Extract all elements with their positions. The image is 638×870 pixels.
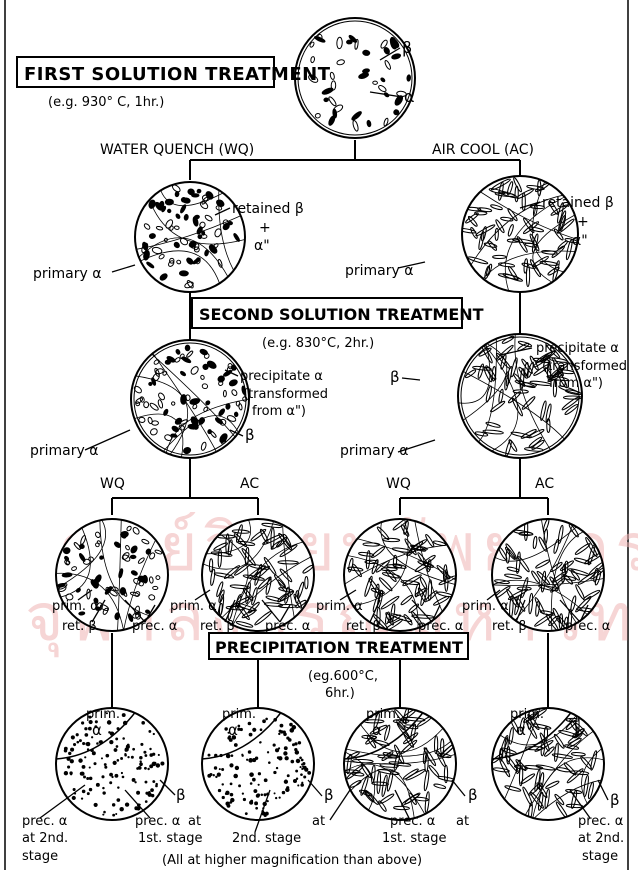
beta-r5-3: β (468, 786, 478, 804)
second-solution-title: SECOND SOLUTION TREATMENT (199, 305, 484, 324)
alpha-dprime-left: α" (254, 238, 270, 254)
prec-alpha-r4-4: prec. α (565, 619, 610, 634)
primary-alpha-row3-left: primary α (30, 443, 98, 459)
prec-alpha-r4-1: prec. α (132, 619, 177, 634)
prim-alpha-r4-2: prim. α (170, 599, 217, 614)
air-cool-label: AIR COOL (AC) (432, 142, 534, 158)
transformed-left-1: (transformed (243, 387, 328, 402)
micrograph-row2-ac (458, 176, 578, 292)
prec-alpha-r5-4: prec. α (578, 814, 623, 829)
top-beta-label: β (402, 38, 412, 57)
micrograph-row5-2 (202, 708, 314, 820)
footer-note: (All at higher magnification than above) (162, 853, 422, 868)
ret-beta-r4-3: ret. β (346, 619, 381, 634)
retained-beta-right: retained β (542, 195, 614, 211)
alpha-r5-1: α (92, 721, 102, 739)
beta-r5-2: β (324, 786, 334, 804)
first-solution-title: FIRST SOLUTION TREATMENT (24, 64, 331, 85)
precipitate-alpha-right: precipitate α (536, 341, 619, 356)
micrograph-row3-wq (131, 340, 249, 458)
wq-label-right: WQ (386, 476, 411, 492)
alpha-r5-4: α (516, 721, 526, 739)
ret-beta-r4-4: ret. β (492, 619, 527, 634)
first-solution-conditions: (e.g. 930° C, 1hr.) (48, 95, 164, 110)
prim-r5-2: prim. (222, 707, 256, 722)
ac-label-left: AC (240, 476, 259, 492)
prim-alpha-r4-1: prim. α (52, 599, 99, 614)
2nd-stage-r5-2: 2nd. stage (232, 831, 301, 846)
transformed-right-2: from α") (549, 376, 603, 391)
alpha-dprime-right: α" (572, 233, 588, 249)
plus-left: + (259, 220, 271, 236)
stage-r5-4: stage (582, 849, 618, 864)
prim-r5-1: prim. (86, 707, 120, 722)
beta-r5-1: β (176, 786, 186, 804)
primary-alpha-row2-right: primary α (345, 263, 413, 279)
at-r5-1b: at (188, 814, 201, 829)
at-r5-3b: at (456, 814, 469, 829)
micrograph-row5-4 (491, 708, 604, 820)
prec-alpha-r5-3: prec. α (390, 814, 435, 829)
ac-label-right: AC (535, 476, 554, 492)
at-2nd-r5-1: at 2nd. (22, 831, 68, 846)
1st-stage-r5-1: 1st. stage (138, 831, 203, 846)
prim-alpha-r4-3: prim. α (316, 599, 363, 614)
precipitate-alpha-left: precipitate α (240, 369, 323, 384)
stage-r5-1: stage (22, 849, 58, 864)
micrograph-row4-1 (56, 519, 168, 631)
beta-row3-right: β (390, 368, 400, 386)
water-quench-label: WATER QUENCH (WQ) (100, 142, 254, 158)
micrograph-row2-wq (135, 182, 245, 292)
micrograph-row5-1 (56, 708, 168, 820)
beta-r5-4: β (610, 791, 620, 809)
micrograph-row4-2 (202, 519, 314, 631)
beta-row3-left: β (245, 426, 255, 444)
top-alpha-label: α (404, 87, 415, 106)
at-2nd-r5-4: at 2nd. (578, 831, 624, 846)
micrograph-row5-3 (344, 708, 456, 820)
prec-alpha-r4-2: prec. α (265, 619, 310, 634)
1st-stage-r5-3: 1st. stage (382, 831, 447, 846)
prec-alpha-r5-1b: prec. α (135, 814, 180, 829)
ret-beta-r4-1: ret. β (62, 619, 97, 634)
precipitation-title: PRECIPITATION TREATMENT (215, 638, 463, 657)
wq-label-left: WQ (100, 476, 125, 492)
ret-beta-r4-2: ret. β (200, 619, 235, 634)
prec-alpha-r4-3: prec. α (418, 619, 463, 634)
precipitation-conditions-2: 6hr.) (325, 686, 355, 701)
primary-alpha-row2-left: primary α (33, 266, 101, 282)
prim-r5-3: prim. (366, 707, 400, 722)
plus-right: + (577, 214, 589, 230)
second-solution-conditions: (e.g. 830°C, 2hr.) (262, 336, 374, 351)
alpha-r5-2: α (228, 721, 238, 739)
primary-alpha-row3-right: primary α (340, 443, 408, 459)
transformed-left-2: from α") (252, 404, 306, 419)
retained-beta-left: retained β (232, 201, 304, 217)
prim-alpha-r4-4: prim. α (462, 599, 509, 614)
prim-r5-4: prim. (510, 707, 544, 722)
precipitation-conditions-1: (eg.600°C, (308, 669, 378, 684)
transformed-right-1: (transformed (542, 359, 627, 374)
at-r5-3: at (312, 814, 325, 829)
alpha-r5-3: α (372, 721, 382, 739)
prec-alpha-r5-1a: prec. α (22, 814, 67, 829)
micrograph-row4-4 (492, 518, 605, 631)
